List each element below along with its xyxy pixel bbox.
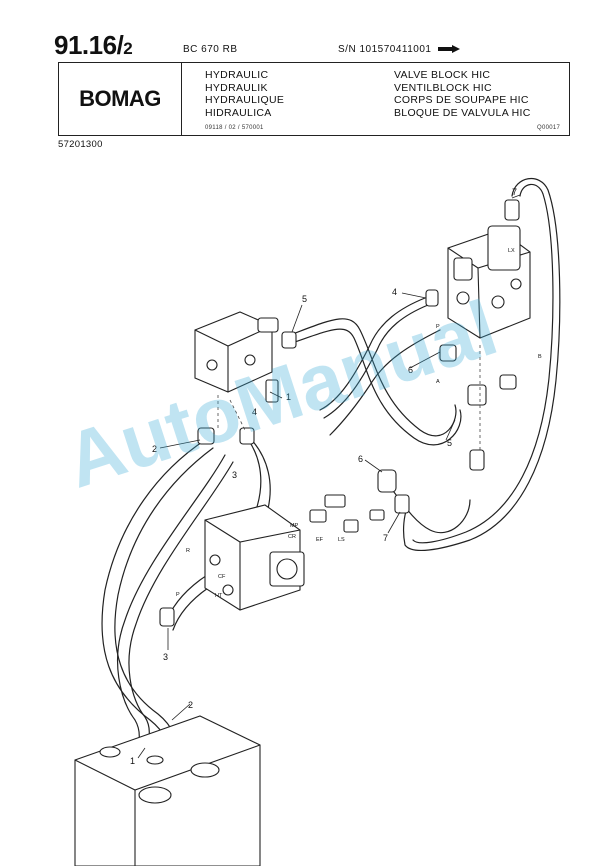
port-lx: LX [508,248,515,254]
hydraulic-tank [74,715,261,866]
part-number: 57201300 [58,139,103,150]
port-ls: LS [338,537,345,543]
callout-5b: 5 [447,438,452,448]
hose-6-upper [329,329,441,436]
title-fr: HYDRAULIQUE [205,94,285,106]
callout-3b: 3 [163,652,168,662]
pressure-block [194,311,279,393]
titles-right: VALVE BLOCK HIC VENTILBLOCK HIC CORPS DE… [394,69,531,119]
title-en: HYDRAULIC [205,69,269,81]
callout-4b: 4 [252,407,257,417]
page-number: 91.16/2 [54,30,133,60]
arrow-right-icon [438,45,460,53]
port-ef: EF [316,537,324,543]
hose-7 [402,177,561,551]
title-es: HIDRAULICA [205,106,272,119]
port-a: A [436,379,440,385]
valve-block-hic [447,225,531,339]
doc-code: 09118 / 02 / 570001 [205,125,264,131]
port-r: R [186,548,190,554]
control-valve [204,504,305,611]
callout-4a: 4 [392,287,397,297]
title-block: BOMAG HYDRAULIC HYDRAULIK HYDRAULIQUE HI… [58,62,570,136]
hose-3 [116,454,226,759]
port-ht: HT [215,593,223,599]
port-mp: MP [290,523,299,529]
fittings [159,199,520,627]
callout-3a: 3 [232,470,237,480]
callout-7b: 7 [383,533,388,543]
port-labels: LX P A B R MP EF LS CF HT CR P [176,248,542,599]
callout-5a: 5 [302,294,307,304]
port-p-valve: P [176,592,180,598]
port-cf: CF [218,574,226,580]
subtitle-fr: CORPS DE SOUPAPE HIC [394,94,529,106]
callout-2b: 2 [188,700,193,710]
callout-numbers: 7 5 4 1 4 2 3 6 5 6 7 3 2 1 [130,187,517,766]
callout-2a: 2 [152,444,157,454]
port-p-block: P [436,324,440,330]
subtitle-en: VALVE BLOCK HIC [394,69,491,81]
serial-number: S/N 101570411001 [338,44,432,55]
subtitle-de: VENTILBLOCK HIC [394,81,492,94]
hose-4 [319,297,426,411]
titles-left: HYDRAULIC HYDRAULIK HYDRAULIQUE HIDRAULI… [205,69,284,119]
port-cr: CR [288,534,296,540]
callout-6a: 6 [408,365,413,375]
logo-cell: BOMAG [59,63,182,135]
hydraulic-exploded-drawing: 7 5 4 1 4 2 3 6 5 6 7 3 2 1 LX P A B R M… [74,177,561,866]
callout-7a: 7 [512,187,517,197]
port-b: B [538,354,542,360]
model-label: BC 670 RB [183,44,238,55]
callout-1b: 1 [130,756,135,766]
subtitle-es: BLOQUE DE VALVULA HIC [394,106,531,119]
callout-1a: 1 [286,392,291,402]
hose-5 [289,318,457,437]
drawing-code: Q00017 [537,125,561,131]
bomag-logo: BOMAG [79,86,161,111]
callout-6b: 6 [358,454,363,464]
title-de: HYDRAULIK [205,81,268,94]
